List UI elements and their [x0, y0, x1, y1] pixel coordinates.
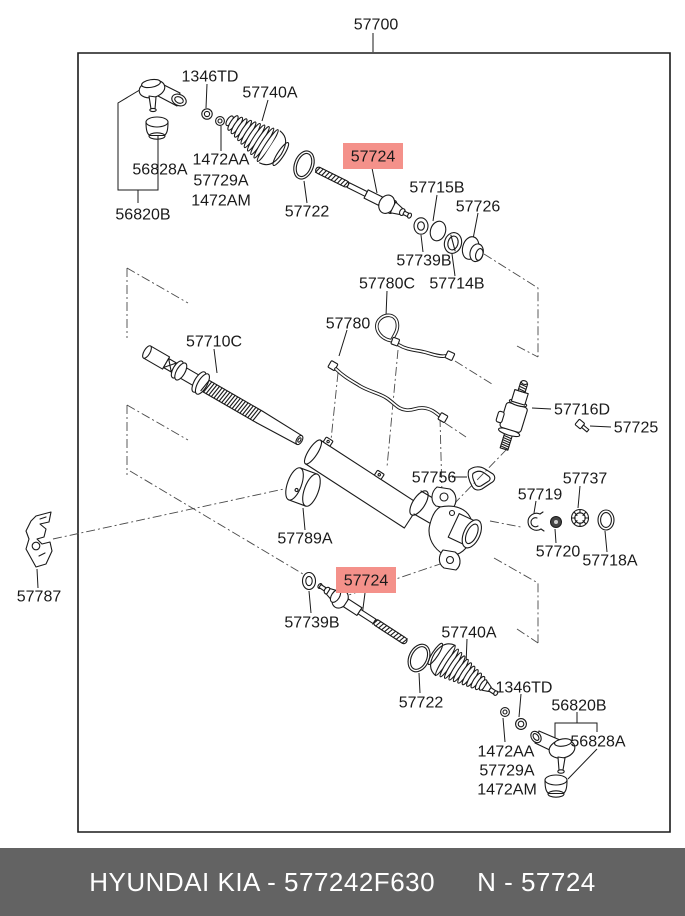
part-label-57719: 57719 [518, 487, 563, 504]
part-label-57739B: 57739B [284, 615, 339, 632]
part-washer-57719 [528, 512, 544, 531]
construction-lines [53, 254, 538, 643]
part-housing-tube [302, 433, 423, 528]
part-dust-cover-lower [545, 775, 567, 797]
part-feed-pipe-57780C [377, 315, 455, 360]
part-washer-upper [216, 117, 225, 126]
part-bellows-boot-lower [423, 637, 507, 709]
part-label-57789A: 57789A [277, 531, 332, 548]
part-washer-57739B-lower [303, 573, 316, 590]
part-valve-assembly [489, 376, 536, 452]
part-label-1472AM: 1472AM [477, 782, 537, 799]
part-label-57700: 57700 [354, 17, 399, 34]
part-label-57726: 57726 [456, 199, 501, 216]
part-bellows-boot-upper [217, 103, 294, 171]
footer-bar: HYUNDAI KIA - 577242F630 N - 57724 [0, 848, 685, 916]
part-bushing-57726 [460, 235, 487, 263]
part-label-57725: 57725 [614, 420, 659, 437]
highlight-box [343, 143, 403, 169]
part-label-57740A: 57740A [441, 625, 496, 642]
part-label-57716D: 57716D [554, 402, 610, 419]
part-gasket-57756 [468, 467, 495, 490]
part-retainer-57737 [572, 510, 589, 527]
part-label-57720: 57720 [536, 544, 581, 561]
part-label-1472AM: 1472AM [191, 193, 251, 210]
part-label-56820B: 56820B [115, 207, 170, 224]
part-label-57740A: 57740A [242, 85, 297, 102]
part-label-57718A: 57718A [582, 553, 637, 570]
part-pressure-tube-57780 [328, 361, 448, 423]
leader-lines [37, 33, 611, 779]
part-mount-bracket-57787 [26, 512, 52, 567]
part-label-57729A: 57729A [479, 763, 534, 780]
part-label-57780: 57780 [326, 316, 371, 333]
part-dust-cover-upper [146, 117, 168, 139]
part-inner-tie-rod-upper [312, 160, 416, 224]
highlight-box [336, 567, 396, 593]
part-washer-57739B-upper [414, 218, 428, 234]
part-washer-lower [501, 708, 510, 717]
part-label-57722: 57722 [399, 695, 444, 712]
part-label-57715B: 57715B [409, 180, 464, 197]
part-label-57729A: 57729A [193, 173, 248, 190]
group-bracket-56820B-lower [555, 712, 597, 779]
part-label-56820B: 56820B [551, 698, 606, 715]
part-bolt-57725 [575, 419, 590, 433]
footer-brand-part-number: HYUNDAI KIA - 577242F630 [89, 866, 436, 897]
part-o-ring-57715B [428, 219, 448, 243]
part-castle-nut-lower [516, 719, 527, 730]
part-label-57724: 57724 [351, 149, 396, 166]
part-label-57756: 57756 [412, 470, 457, 487]
part-pinion-housing [406, 487, 485, 570]
footer-reference-number: N - 57724 [477, 866, 596, 897]
part-ring-57714B [442, 231, 464, 256]
part-label-57722: 57722 [285, 204, 330, 221]
part-ring-upper [290, 148, 318, 182]
part-label-1472AA: 1472AA [478, 744, 535, 761]
part-label-57714B: 57714B [429, 276, 484, 293]
part-label-57787: 57787 [17, 589, 62, 606]
diagram-frame [78, 53, 670, 832]
part-cap-57718A [598, 510, 614, 530]
part-label-1472AA: 1472AA [193, 152, 250, 169]
part-tie-rod-end-upper [137, 78, 188, 112]
part-bushing-57789A [282, 466, 324, 509]
part-label-1346TD: 1346TD [182, 69, 239, 86]
part-labels: 577001346TD57740A1472AA56828A57729A1472A… [17, 17, 659, 799]
part-label-1346TD: 1346TD [496, 680, 553, 697]
part-label-56828A: 56828A [132, 162, 187, 179]
part-label-56828A: 56828A [570, 734, 625, 751]
part-label-57739B: 57739B [396, 253, 451, 270]
group-bracket-56820B-upper [118, 88, 158, 203]
part-tie-rod-end-lower [529, 729, 577, 773]
part-label-57780C: 57780C [359, 276, 415, 293]
part-label-57737: 57737 [563, 471, 608, 488]
part-nut-57720 [551, 517, 562, 528]
part-label-57710C: 57710C [186, 334, 242, 351]
part-rack-bar [139, 341, 308, 452]
part-label-57724: 57724 [344, 573, 389, 590]
part-castle-nut-upper [202, 109, 212, 119]
